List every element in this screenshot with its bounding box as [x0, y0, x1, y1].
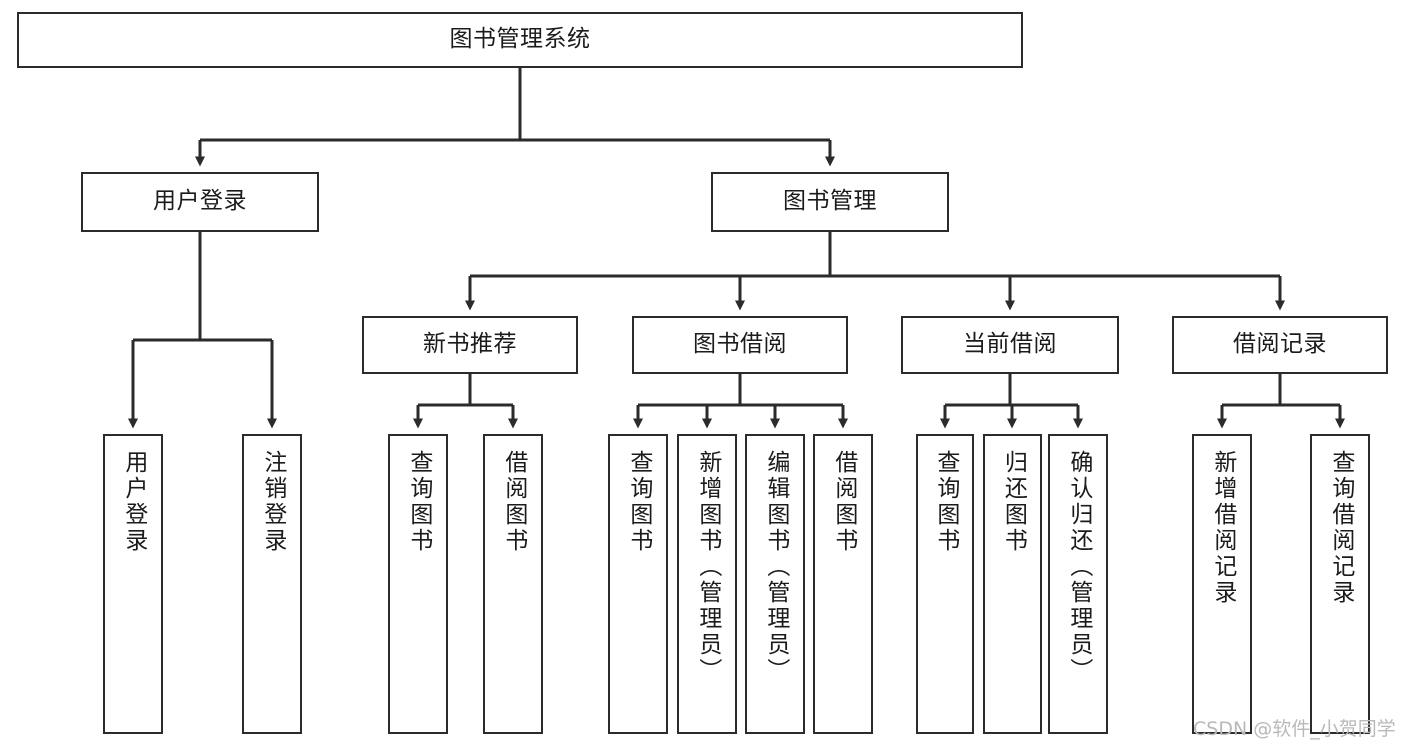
node-new-book-recommend[interactable]: 新书推荐 [362, 316, 578, 374]
node-leaf-query-borrow-record-label: 查询借阅记录 [1327, 450, 1354, 606]
node-leaf-return-book-label: 归还图书 [1000, 450, 1027, 554]
node-current-borrow-label: 当前借阅 [963, 331, 1057, 358]
node-leaf-add-borrow-record-label: 新增借阅记录 [1209, 450, 1236, 606]
node-leaf-borrow-book-1[interactable]: 借阅图书 [483, 434, 543, 734]
node-root-label: 图书管理系统 [449, 26, 591, 53]
node-current-borrow[interactable]: 当前借阅 [901, 316, 1119, 374]
node-leaf-borrow-book-1-label: 借阅图书 [500, 450, 527, 554]
csdn-watermark: CSDN @软件_小贺同学 [1193, 718, 1396, 740]
node-book-borrow-label: 图书借阅 [693, 331, 787, 358]
node-leaf-logout-label: 注销登录 [259, 450, 286, 554]
node-book-manage-label: 图书管理 [783, 188, 877, 215]
edges-borrowrecord-to-leaves [1217, 374, 1345, 429]
node-leaf-confirm-return-admin[interactable]: 确认归还（管理员） [1048, 434, 1108, 734]
edges-userlogin-to-leaves [128, 232, 277, 429]
node-leaf-user-login[interactable]: 用户登录 [103, 434, 163, 734]
node-leaf-query-book-1-label: 查询图书 [405, 450, 432, 554]
node-leaf-logout[interactable]: 注销登录 [242, 434, 302, 734]
node-leaf-query-book-2[interactable]: 查询图书 [608, 434, 668, 734]
node-leaf-add-book-admin[interactable]: 新增图书（管理员） [677, 434, 737, 734]
node-leaf-query-book-3[interactable]: 查询图书 [916, 434, 974, 734]
edges-bookmanage-to-level3 [465, 232, 1285, 311]
edges-bookborrow-to-leaves [633, 374, 848, 429]
node-book-manage[interactable]: 图书管理 [711, 172, 949, 232]
node-borrow-record-label: 借阅记录 [1233, 331, 1327, 358]
node-leaf-user-login-label: 用户登录 [120, 450, 147, 554]
edges-currentborrow-to-leaves [940, 374, 1083, 429]
node-new-book-recommend-label: 新书推荐 [423, 331, 517, 358]
node-user-login-label: 用户登录 [153, 188, 247, 215]
node-leaf-add-book-admin-label: 新增图书（管理员） [694, 450, 721, 684]
node-book-borrow[interactable]: 图书借阅 [632, 316, 848, 374]
node-borrow-record[interactable]: 借阅记录 [1172, 316, 1388, 374]
node-leaf-edit-book-admin-label: 编辑图书（管理员） [762, 450, 789, 684]
node-user-login[interactable]: 用户登录 [81, 172, 319, 232]
node-leaf-query-book-1[interactable]: 查询图书 [388, 434, 448, 734]
node-leaf-query-borrow-record[interactable]: 查询借阅记录 [1310, 434, 1370, 734]
node-leaf-edit-book-admin[interactable]: 编辑图书（管理员） [745, 434, 805, 734]
node-leaf-query-book-3-label: 查询图书 [932, 450, 959, 554]
node-leaf-return-book[interactable]: 归还图书 [983, 434, 1042, 734]
node-leaf-add-borrow-record[interactable]: 新增借阅记录 [1192, 434, 1252, 734]
edges-newbook-to-leaves [413, 374, 518, 429]
node-root[interactable]: 图书管理系统 [17, 12, 1023, 68]
node-leaf-confirm-return-admin-label: 确认归还（管理员） [1065, 450, 1092, 684]
edges-root-to-level2 [195, 68, 835, 167]
node-leaf-query-book-2-label: 查询图书 [625, 450, 652, 554]
node-leaf-borrow-book-2[interactable]: 借阅图书 [813, 434, 873, 734]
node-leaf-borrow-book-2-label: 借阅图书 [830, 450, 857, 554]
